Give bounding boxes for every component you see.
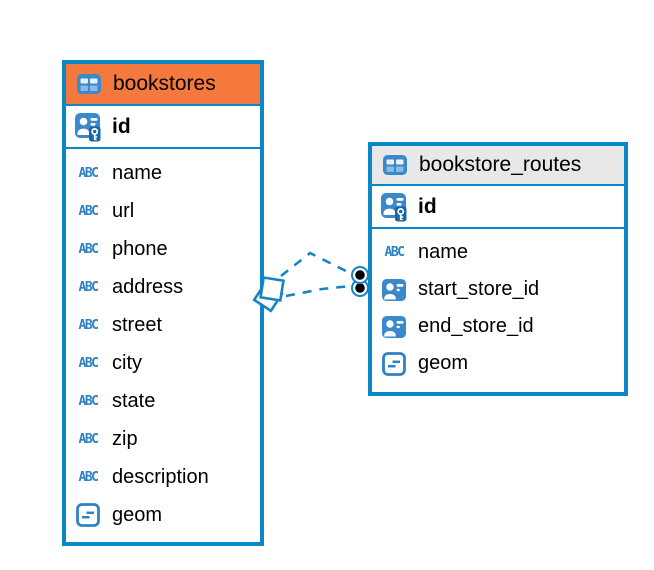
column-row[interactable]: ABC zip — [66, 420, 260, 458]
geometry-type-icon — [73, 503, 103, 527]
entity-bookstores[interactable]: bookstores id ABC name ABC url ABC phone… — [62, 60, 264, 546]
text-type-icon: ABC — [78, 317, 99, 333]
column-row[interactable]: ABC street — [66, 306, 260, 344]
column-list: ABC name ABC url ABC phone ABC address A… — [66, 149, 260, 538]
column-label: city — [112, 351, 142, 374]
column-label: id — [112, 114, 131, 138]
entity-bookstore-routes[interactable]: bookstore_routes id ABC name start_store… — [368, 142, 628, 396]
column-row-pk[interactable]: id — [66, 106, 260, 149]
column-label: street — [112, 313, 163, 336]
column-row[interactable]: end_store_id — [372, 308, 624, 345]
entity-header-bookstore-routes[interactable]: bookstore_routes — [372, 146, 624, 186]
column-label: start_store_id — [418, 278, 540, 300]
column-label: description — [112, 465, 209, 488]
column-row[interactable]: start_store_id — [372, 271, 624, 308]
column-label: name — [418, 241, 469, 263]
column-row[interactable]: ABC phone — [66, 230, 260, 268]
text-type-icon: ABC — [78, 431, 99, 447]
column-row[interactable]: ABC name — [372, 234, 624, 271]
column-label: state — [112, 389, 156, 412]
column-label: id — [418, 194, 437, 218]
text-type-icon: ABC — [78, 241, 99, 257]
column-label: phone — [112, 237, 168, 260]
entity-title: bookstore_routes — [419, 153, 582, 176]
primary-key-icon — [379, 192, 409, 222]
relationship-circle-marker[interactable] — [351, 266, 369, 297]
text-type-icon: ABC — [78, 279, 99, 295]
column-label: zip — [112, 427, 138, 450]
column-label: end_store_id — [418, 315, 534, 337]
text-type-icon: ABC — [384, 245, 405, 260]
table-icon — [380, 154, 410, 176]
column-row[interactable]: ABC name — [66, 154, 260, 192]
column-row[interactable]: ABC state — [66, 382, 260, 420]
column-row[interactable]: geom — [66, 496, 260, 534]
column-label: geom — [112, 503, 163, 526]
reference-type-icon — [379, 278, 409, 302]
column-row-pk[interactable]: id — [372, 186, 624, 229]
column-row[interactable]: geom — [372, 345, 624, 382]
reference-type-icon — [379, 315, 409, 339]
primary-key-icon — [73, 112, 103, 142]
geometry-type-icon — [379, 352, 409, 376]
relationship-line[interactable] — [280, 251, 353, 277]
text-type-icon: ABC — [78, 355, 99, 371]
text-type-icon: ABC — [78, 203, 99, 219]
text-type-icon: ABC — [78, 469, 99, 485]
column-label: url — [112, 199, 135, 222]
column-row[interactable]: ABC city — [66, 344, 260, 382]
text-type-icon: ABC — [78, 393, 99, 409]
table-icon — [74, 73, 104, 95]
entity-header-bookstores[interactable]: bookstores — [66, 64, 260, 106]
column-label: geom — [418, 352, 469, 374]
column-label: address — [112, 275, 184, 298]
column-list: ABC name start_store_id end_store_id ge — [372, 229, 624, 386]
column-label: name — [112, 161, 163, 184]
column-row[interactable]: ABC address — [66, 268, 260, 306]
entity-title: bookstores — [113, 72, 216, 95]
column-row[interactable]: ABC description — [66, 458, 260, 496]
relationship-line[interactable] — [285, 284, 352, 298]
column-row[interactable]: ABC url — [66, 192, 260, 230]
text-type-icon: ABC — [78, 165, 99, 181]
